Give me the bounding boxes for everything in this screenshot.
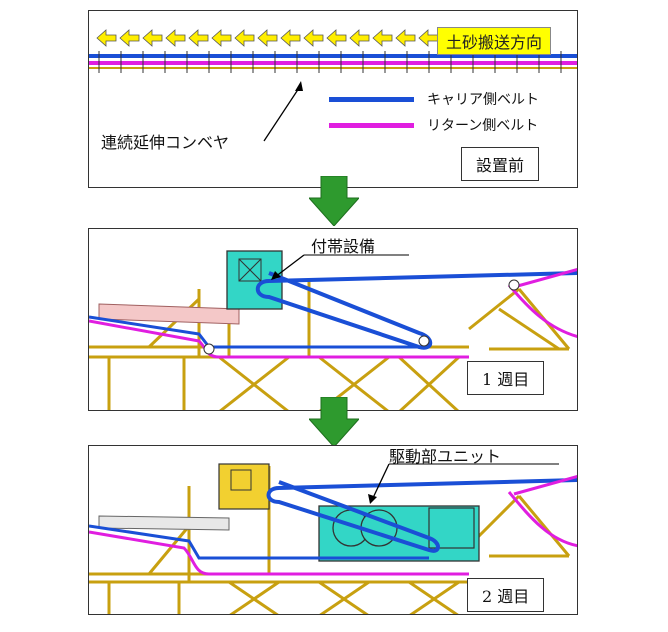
legend-return-swatch: [329, 123, 414, 128]
callout-arrowhead-icon: [271, 271, 281, 280]
legend-carrier-label: キャリア側ベルト: [427, 92, 539, 108]
panel2-drawing: [89, 250, 577, 410]
pulley-icon: [508, 279, 520, 291]
return-belt-upper: [513, 267, 577, 289]
carrier-belt-lower: [89, 315, 419, 349]
left-arrow-icon: [280, 29, 301, 47]
left-arrow-icon: [303, 29, 324, 47]
left-arrow-icon: [96, 29, 117, 47]
left-arrow-icon: [119, 29, 140, 47]
panel-week-2: 駆動部ユニット 2 週目: [88, 445, 578, 615]
callout-label-auxiliary: 付帯設備: [311, 237, 376, 256]
direction-label: 土砂搬送方向: [437, 27, 552, 55]
pointer-arrowhead-icon: [295, 81, 303, 91]
pulley-icon: [418, 335, 430, 347]
return-belt-rise: [507, 491, 577, 548]
carrier-belt-line: [268, 271, 577, 283]
carrier-belt-lower: [89, 524, 429, 560]
auxiliary-equipment-box: [218, 463, 270, 510]
left-arrow-icon: [257, 29, 278, 47]
stage-label-before: 設置前: [461, 147, 540, 181]
down-arrow-icon: [309, 176, 359, 226]
left-arrow-icon: [395, 29, 416, 47]
conveyor-pointer-line: [263, 84, 302, 142]
carrier-belt-loop: [255, 271, 433, 350]
legend-return-label: リターン側ベルト: [427, 118, 539, 134]
left-arrow-icon: [418, 29, 439, 47]
return-belt-upper: [513, 474, 577, 496]
panel-week-1: 付帯設備 1 週目: [88, 228, 578, 411]
carrier-belt-loop: [266, 480, 440, 553]
stage-label-week1: 1 週目: [467, 361, 545, 395]
left-arrow-icon: [142, 29, 163, 47]
stage-label-week2: 2 週目: [467, 578, 545, 612]
callout-label-drive-unit: 駆動部ユニット: [389, 447, 502, 466]
callout-pointer-line: [371, 463, 390, 501]
left-arrow-icon: [326, 29, 347, 47]
panel1-drawing: [89, 29, 577, 142]
direction-arrows: [96, 29, 439, 47]
left-arrow-icon: [188, 29, 209, 47]
panel3-drawing: [89, 463, 577, 614]
inclined-conveyor: [98, 303, 240, 325]
carrier-belt-line: [278, 478, 577, 490]
callout-arrowhead-icon: [368, 494, 377, 504]
left-arrow-icon: [372, 29, 393, 47]
inclined-conveyor: [98, 515, 230, 531]
legend-carrier-swatch: [329, 97, 414, 102]
pulley-icon: [203, 343, 215, 355]
down-arrow-icon: [309, 397, 359, 447]
callout-pointer-line: [274, 254, 305, 278]
left-arrow-icon: [349, 29, 370, 47]
equipment-panel: [238, 258, 262, 282]
left-arrow-icon: [165, 29, 186, 47]
panel-before-installation: 土砂搬送方向 連続延伸コンベヤ キャリア側ベルト リターン側ベルト 設置前: [88, 10, 578, 188]
left-arrow-icon: [234, 29, 255, 47]
conveyor-label: 連続延伸コンベヤ: [101, 133, 230, 152]
return-belt-line: [89, 530, 469, 576]
conveyor-supports: [98, 51, 562, 73]
return-belt-rise: [507, 284, 577, 338]
left-arrow-icon: [211, 29, 232, 47]
